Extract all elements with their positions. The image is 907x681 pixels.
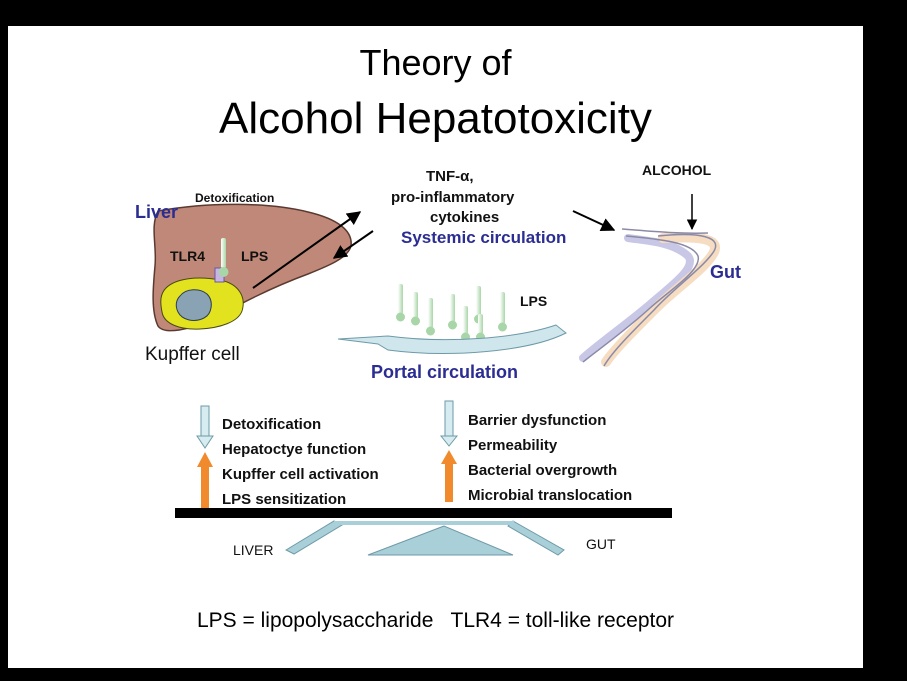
kupffer-cell-label: Kupffer cell	[145, 344, 240, 365]
portal-circulation-label: Portal circulation	[371, 362, 519, 382]
diagram-graphics	[152, 194, 720, 556]
lps-molecules-mid	[396, 284, 507, 342]
title-line-2: Alcohol Hepatotoxicity	[219, 94, 652, 143]
gut-list-item: Bacterial overgrowth	[468, 462, 618, 479]
liver-down-arrow	[196, 405, 214, 449]
liver-list-item: Hepatoctye function	[222, 441, 367, 458]
lps-molecule-liver	[218, 238, 229, 277]
tnf-label: TNF-α,	[426, 168, 474, 185]
balance-liver-label: LIVER	[233, 542, 274, 558]
liver-label: Liver	[135, 202, 179, 222]
arrow-systemic-to-liver	[332, 230, 374, 259]
liver-list-item: Detoxification	[222, 416, 322, 433]
pro-inflammatory-label: pro-inflammatory	[391, 189, 515, 206]
gut-list-item: Microbial translocation	[468, 487, 633, 504]
balance-gut-label: GUT	[586, 536, 616, 552]
cytokines-label: cytokines	[430, 209, 500, 226]
balance-left-arm	[284, 520, 344, 555]
gut-list-item: Permeability	[468, 437, 558, 454]
liver-list-item: LPS sensitization	[222, 491, 347, 508]
arrow-systemic-to-gut	[572, 210, 616, 232]
gut-down-arrow	[439, 400, 459, 447]
alcohol-label: ALCOHOL	[642, 162, 712, 178]
balance-right-arm	[507, 520, 565, 556]
title-line-1: Theory of	[359, 42, 512, 83]
arrow-liver-to-systemic	[252, 211, 362, 289]
gut-label: Gut	[710, 262, 741, 282]
liver-list-item: Kupffer cell activation	[222, 466, 379, 483]
gut-shape	[579, 228, 720, 367]
portal-circulation-arrow	[337, 324, 567, 354]
lps-mid-label: LPS	[520, 293, 548, 309]
footnote: LPS = lipopolysaccharide TLR4 = toll-lik…	[196, 609, 675, 632]
liver-up-arrow	[197, 452, 213, 511]
gut-up-arrow	[441, 450, 457, 502]
lps-liver-label: LPS	[241, 248, 269, 264]
systemic-circulation-label: Systemic circulation	[401, 228, 567, 247]
slide: Theory of Alcohol Hepatotoxicity	[8, 26, 863, 668]
balance-beam	[175, 508, 672, 518]
kupffer-nucleus-shape	[175, 289, 212, 321]
balance-fulcrum	[367, 525, 514, 556]
gut-list-item: Barrier dysfunction	[468, 412, 607, 429]
tlr4-label: TLR4	[170, 248, 205, 264]
detoxification-top-label: Detoxification	[195, 191, 275, 205]
